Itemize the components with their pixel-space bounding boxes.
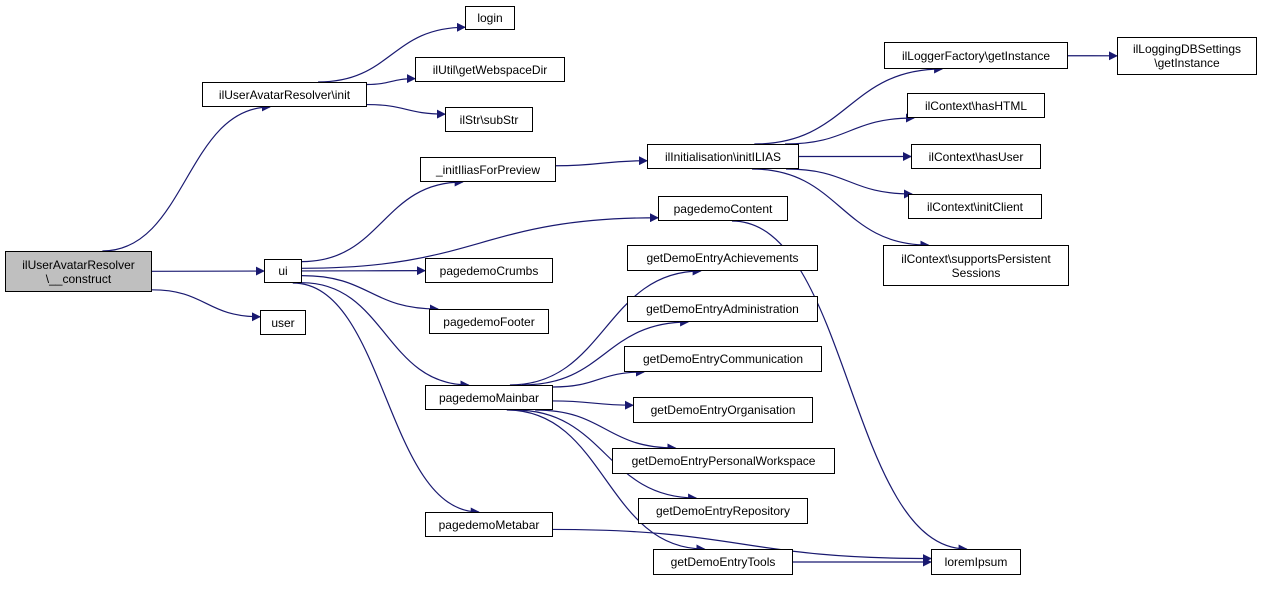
node-user[interactable]: user xyxy=(260,310,306,335)
edge-init-to-login xyxy=(318,22,466,83)
edge-initILIAS-to-hasHTML xyxy=(785,113,915,145)
edge-construct-to-user xyxy=(151,289,261,322)
node-ui[interactable]: ui xyxy=(264,259,302,283)
node-construct: ilUserAvatarResolver \__construct xyxy=(5,251,152,292)
edge-ui-to-initIliasForPreview xyxy=(301,177,464,263)
node-demo-entry-personal-workspace[interactable]: getDemoEntryPersonalWorkspace xyxy=(612,448,835,474)
node-init-ilias-for-preview[interactable]: _initIliasForPreview xyxy=(420,157,556,182)
edge-pagedemoMainbar-to-administration xyxy=(521,317,690,386)
node-demo-entry-achievements[interactable]: getDemoEntryAchievements xyxy=(627,245,818,271)
edge-initILIAS-to-loggerFactory xyxy=(754,64,944,145)
node-demo-entry-administration[interactable]: getDemoEntryAdministration xyxy=(627,296,818,322)
edge-pagedemoMainbar-to-tools xyxy=(506,409,706,554)
edge-pagedemoMainbar-to-communication xyxy=(552,367,645,388)
edge-init-to-getWebspaceDir xyxy=(366,74,416,86)
node-supports-persistent-sessions[interactable]: ilContext\supportsPersistent Sessions xyxy=(883,245,1069,286)
node-lorem-ipsum[interactable]: loremIpsum xyxy=(931,549,1021,575)
edge-pagedemoMainbar-to-repository xyxy=(514,409,698,503)
node-demo-entry-tools[interactable]: getDemoEntryTools xyxy=(653,549,793,575)
edge-pagedemoMetabar-to-loremIpsum xyxy=(552,528,932,564)
node-pagedemo-metabar[interactable]: pagedemoMetabar xyxy=(425,512,553,537)
edge-pagedemoMainbar-to-achievements xyxy=(509,266,702,386)
node-logger-factory[interactable]: ilLoggerFactory\getInstance xyxy=(884,42,1068,69)
node-sub-str[interactable]: ilStr\subStr xyxy=(445,107,533,132)
node-has-html[interactable]: ilContext\hasHTML xyxy=(907,93,1045,118)
node-get-webspace-dir[interactable]: ilUtil\getWebspaceDir xyxy=(415,57,565,82)
node-demo-entry-repository[interactable]: getDemoEntryRepository xyxy=(638,498,808,524)
node-login[interactable]: login xyxy=(465,6,515,30)
node-has-user[interactable]: ilContext\hasUser xyxy=(911,144,1041,169)
node-pagedemo-mainbar[interactable]: pagedemoMainbar xyxy=(425,385,553,410)
node-init-ilias[interactable]: ilInitialisation\initILIAS xyxy=(647,144,799,169)
node-init-client[interactable]: ilContext\initClient xyxy=(908,194,1042,219)
edge-pagedemoMainbar-to-personalWorkspace xyxy=(535,409,677,453)
node-init[interactable]: ilUserAvatarResolver\init xyxy=(202,82,367,107)
node-pagedemo-crumbs[interactable]: pagedemoCrumbs xyxy=(425,258,553,283)
edge-ui-to-pagedemoMainbar xyxy=(301,282,470,390)
edge-ui-to-pagedemoContent xyxy=(301,213,659,269)
node-demo-entry-communication[interactable]: getDemoEntryCommunication xyxy=(624,346,822,372)
edge-initILIAS-to-supportsPersistent xyxy=(752,168,930,250)
edge-ui-to-pagedemoMetabar xyxy=(292,282,480,517)
edge-construct-to-init xyxy=(102,102,271,252)
edge-init-to-subStr xyxy=(366,103,446,119)
edge-pagedemoMainbar-to-organisation xyxy=(552,400,634,410)
node-demo-entry-organisation[interactable]: getDemoEntryOrganisation xyxy=(633,397,813,423)
edge-initIliasForPreview-to-initILIAS xyxy=(555,156,648,167)
edge-pagedemoContent-to-loremIpsum xyxy=(731,220,968,554)
node-logging-db-settings[interactable]: ilLoggingDBSettings \getInstance xyxy=(1117,37,1257,75)
edge-ui-to-pagedemoFooter xyxy=(301,275,439,314)
node-pagedemo-footer[interactable]: pagedemoFooter xyxy=(429,309,549,334)
edge-initILIAS-to-initClient xyxy=(785,168,913,199)
node-pagedemo-content[interactable]: pagedemoContent xyxy=(658,196,788,221)
